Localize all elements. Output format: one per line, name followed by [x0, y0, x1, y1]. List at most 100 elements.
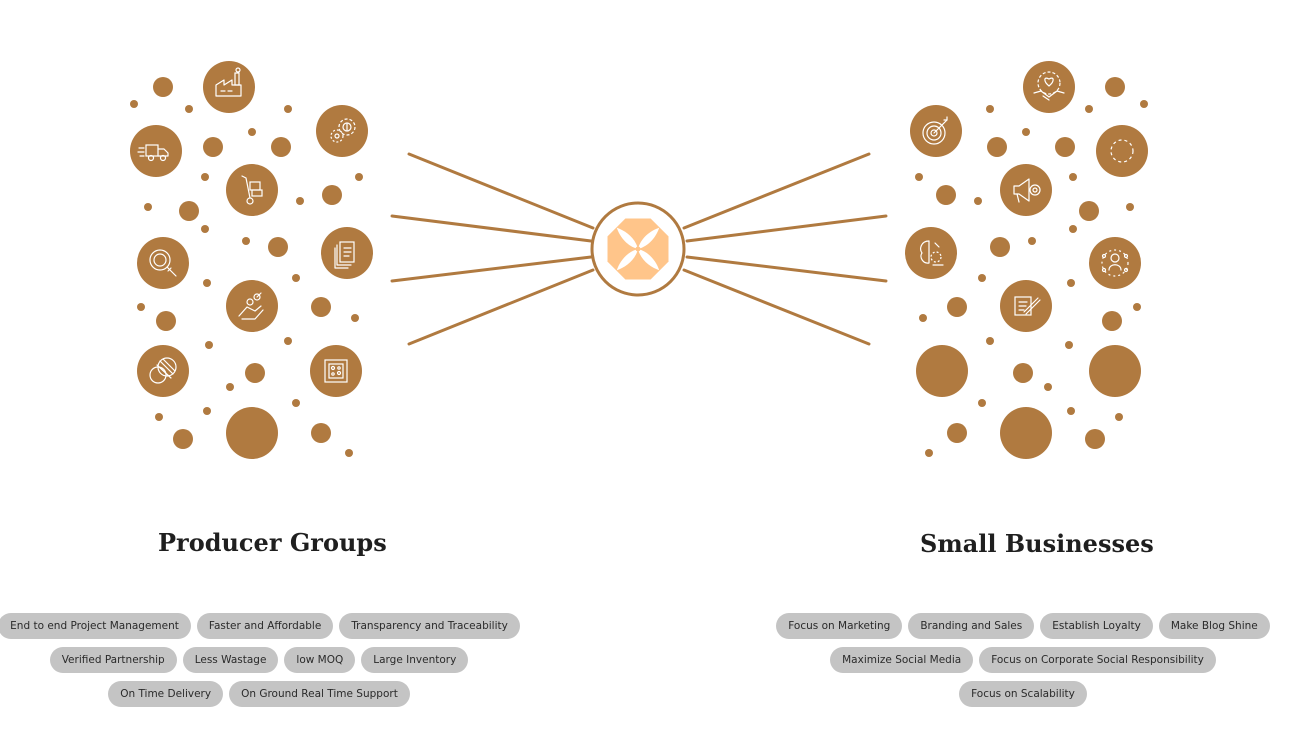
magnifier-icon	[137, 237, 189, 289]
connector-line	[407, 268, 595, 346]
decor-dot	[311, 297, 331, 317]
decor-dot	[947, 423, 967, 443]
decor-dot	[144, 203, 152, 211]
decor-dot	[986, 337, 994, 345]
decor-dot	[1140, 100, 1148, 108]
feature-tag: On Time Delivery	[108, 681, 224, 707]
decor-dot	[915, 173, 923, 181]
decor-dot	[248, 128, 256, 136]
decor-dot	[345, 449, 353, 457]
decor-dot	[987, 137, 1007, 157]
decor-dot	[1105, 77, 1125, 97]
stamp-icon	[310, 345, 362, 397]
decor-dot	[1089, 345, 1141, 397]
decor-dot	[203, 407, 211, 415]
connector-line	[685, 255, 888, 283]
decor-dot	[179, 201, 199, 221]
decor-dot	[226, 383, 234, 391]
decor-dot	[242, 237, 250, 245]
tag-row: Focus on Scalability	[785, 681, 1261, 707]
decor-dot	[1013, 363, 1033, 383]
feature-tag: Focus on Corporate Social Responsibility	[979, 647, 1216, 673]
feature-tag: Faster and Affordable	[196, 613, 334, 639]
decor-dot	[974, 197, 982, 205]
connector-line	[682, 152, 871, 230]
decor-dot	[1133, 303, 1141, 311]
connector-line	[407, 152, 595, 230]
center-hub-logo	[590, 201, 686, 297]
connector-line	[682, 268, 871, 346]
decor-dot	[947, 297, 967, 317]
feature-tag: Make Blog Shine	[1158, 613, 1270, 639]
documents-icon	[321, 227, 373, 279]
decor-dot	[1067, 279, 1075, 287]
decor-dot	[916, 345, 968, 397]
hands-gears-icon	[226, 280, 278, 332]
feature-tag: Branding and Sales	[908, 613, 1035, 639]
decor-dot	[978, 274, 986, 282]
decor-dot	[1067, 407, 1075, 415]
feature-tag: Maximize Social Media	[830, 647, 974, 673]
decor-dot	[311, 423, 331, 443]
decor-dot	[355, 173, 363, 181]
producer-groups-title: Producer Groups	[158, 528, 387, 557]
feature-tag: Focus on Marketing	[776, 613, 903, 639]
decor-dot	[1115, 413, 1123, 421]
megaphone-icon	[1000, 164, 1052, 216]
factory-icon	[203, 61, 255, 113]
connector-line	[390, 255, 593, 283]
connector-lines	[390, 152, 888, 346]
decor-dot	[919, 314, 927, 322]
decor-dot	[284, 105, 292, 113]
feature-tag: Verified Partnership	[49, 647, 177, 673]
decor-dot	[1065, 341, 1073, 349]
decor-dot	[155, 413, 163, 421]
decor-dot	[936, 185, 956, 205]
decor-dot	[351, 314, 359, 322]
decor-dot	[203, 279, 211, 287]
hand-truck-icon	[226, 164, 278, 216]
feature-tag: Less Wastage	[182, 647, 279, 673]
icon-circles	[130, 61, 1148, 397]
decor-dot	[1055, 137, 1075, 157]
feature-tag: low MOQ	[284, 647, 356, 673]
decor-dot	[1085, 105, 1093, 113]
decor-dot	[268, 237, 288, 257]
decor-dot	[990, 237, 1010, 257]
decor-dot	[925, 449, 933, 457]
decor-dot	[1028, 237, 1036, 245]
decor-dot	[292, 274, 300, 282]
decor-dot	[1079, 201, 1099, 221]
target-icon	[910, 105, 962, 157]
decor-dot	[1069, 225, 1077, 233]
decor-dot	[296, 197, 304, 205]
decor-dot	[1126, 203, 1134, 211]
decor-dot	[137, 303, 145, 311]
decor-dot	[130, 100, 138, 108]
decor-dot	[205, 341, 213, 349]
petal-flower-logo-icon	[607, 218, 669, 280]
decor-dot	[201, 173, 209, 181]
decor-dot	[201, 225, 209, 233]
center-hub	[590, 201, 686, 297]
decor-dot	[284, 337, 292, 345]
decor-dot	[1000, 407, 1052, 459]
feature-tag: Focus on Scalability	[959, 681, 1087, 707]
yarn-fabric-icon	[137, 345, 189, 397]
circle-network-icon	[1096, 125, 1148, 177]
decor-dot	[978, 399, 986, 407]
connector-line	[685, 214, 888, 243]
decor-dot	[322, 185, 342, 205]
feature-tag: End to end Project Management	[0, 613, 191, 639]
decor-dot	[986, 105, 994, 113]
decor-dot	[173, 429, 193, 449]
connector-line	[390, 214, 593, 243]
